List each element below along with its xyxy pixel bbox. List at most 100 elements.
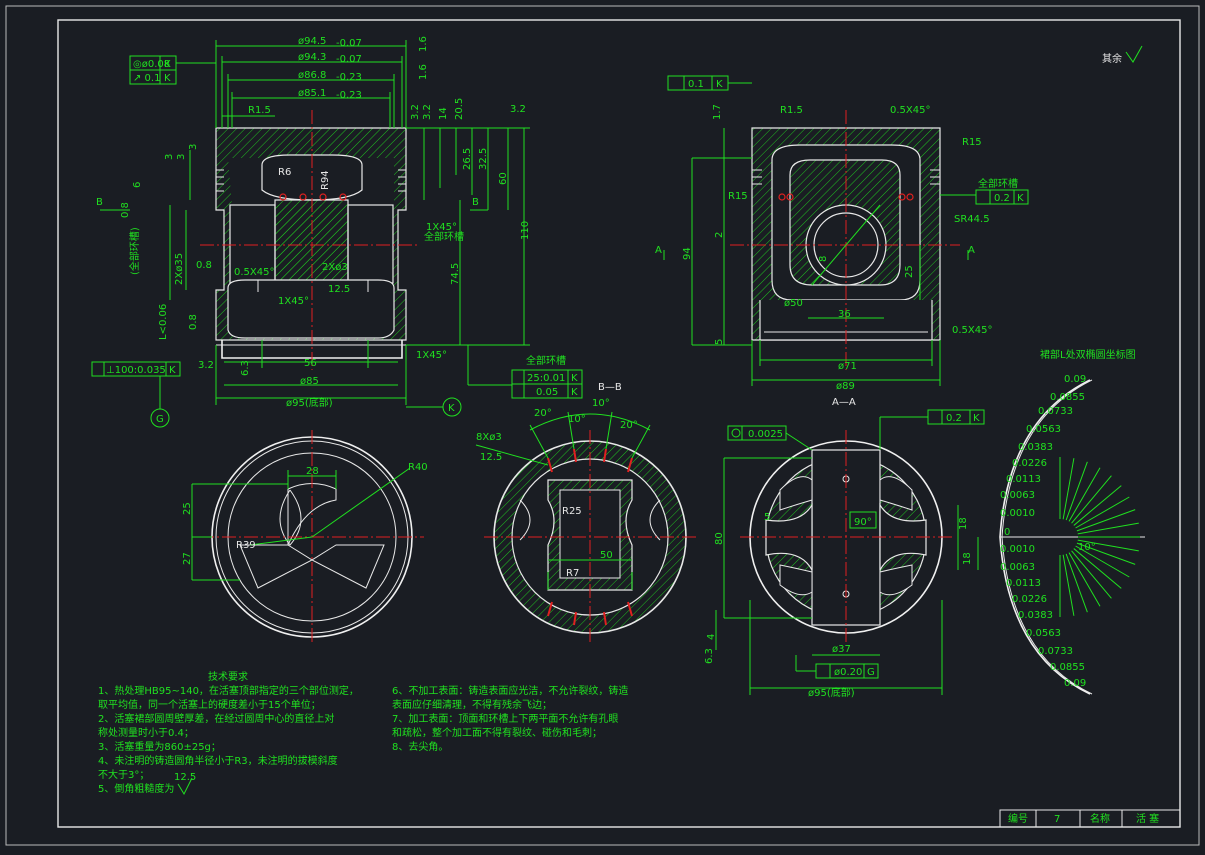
svg-text:K: K xyxy=(571,387,578,398)
svg-text:R15: R15 xyxy=(728,191,748,202)
ellipse-tick-line xyxy=(1077,522,1139,535)
svg-text:26.5: 26.5 xyxy=(462,148,473,170)
dim-r94: R94 xyxy=(320,170,331,190)
svg-text:5: 5 xyxy=(764,512,770,523)
svg-text:A: A xyxy=(655,245,662,256)
svg-text:10°: 10° xyxy=(592,398,610,409)
section-title-aa: A—A xyxy=(832,397,856,408)
svg-text:3.2: 3.2 xyxy=(410,104,421,120)
roughness-symbol-icon xyxy=(1125,45,1143,63)
svg-text:20°: 20° xyxy=(620,420,638,431)
svg-text:和疏松，整个加工面不得有裂纹、碰伤和毛刺；: 和疏松，整个加工面不得有裂纹、碰伤和毛刺； xyxy=(392,726,602,739)
svg-text:0.0383: 0.0383 xyxy=(1018,610,1053,621)
svg-text:SR44.5: SR44.5 xyxy=(954,214,990,225)
dim-d1: ø94.5 xyxy=(298,36,326,47)
svg-text:K: K xyxy=(1017,193,1024,204)
ellipse-tick-line xyxy=(1073,485,1122,526)
left-dimension-text: ø94.5 -0.07 ø94.3 -0.07 ø86.8 -0.23 ø85.… xyxy=(96,36,578,425)
left-dimension-lines xyxy=(91,40,583,428)
svg-text:0.0010: 0.0010 xyxy=(1000,508,1035,519)
svg-text:B: B xyxy=(472,197,479,208)
svg-text:32.5: 32.5 xyxy=(478,148,489,170)
svg-text:ø95(底部): ø95(底部) xyxy=(286,396,333,409)
svg-text:4、未注明的铸造圆角半径小于R3，未注明的拔模斜度: 4、未注明的铸造圆角半径小于R3，未注明的拔模斜度 xyxy=(98,754,338,767)
dim-r15: R1.5 xyxy=(248,105,271,116)
title-no-label: 编号 xyxy=(1008,812,1028,825)
ellipse-tick-line xyxy=(1077,539,1139,552)
svg-text:27: 27 xyxy=(182,552,193,565)
svg-text:称处测量时小于0.4；: 称处测量时小于0.4； xyxy=(98,726,194,739)
ellipse-tick-line xyxy=(1065,461,1088,521)
svg-text:ø95(底部): ø95(底部) xyxy=(808,686,855,699)
ellipse-tick-line xyxy=(1076,542,1136,565)
roughness-symbol-icon xyxy=(177,777,193,796)
svg-text:36: 36 xyxy=(838,309,851,320)
title-no-value: 7 xyxy=(1054,814,1060,825)
svg-text:4: 4 xyxy=(706,634,717,640)
svg-text:不大于3°；: 不大于3°； xyxy=(98,768,149,781)
ellipse-tick-line xyxy=(1068,552,1101,607)
svg-text:12.5: 12.5 xyxy=(174,772,196,783)
svg-text:1X45°: 1X45° xyxy=(416,350,447,361)
svg-text:R15: R15 xyxy=(962,137,982,148)
svg-text:0.0563: 0.0563 xyxy=(1026,424,1061,435)
svg-text:0.0010: 0.0010 xyxy=(1000,544,1035,555)
ellipse-chart-title: 裙部L处双椭圆坐标图 xyxy=(1040,348,1136,361)
ellipse-coordinate-chart xyxy=(999,379,1145,695)
dim-d4: ø85.1 xyxy=(298,88,326,99)
ellipse-chart-text: 裙部L处双椭圆坐标图 0.09 0.0855 0.0733 0.0563 0.0… xyxy=(1000,348,1136,689)
svg-text:18: 18 xyxy=(958,517,969,530)
svg-text:7、加工表面：顶面和环槽上下两平面不允许有孔眼: 7、加工表面：顶面和环槽上下两平面不允许有孔眼 xyxy=(392,712,618,725)
svg-text:0.5X45°: 0.5X45° xyxy=(952,325,992,336)
svg-text:12.5: 12.5 xyxy=(328,284,350,295)
svg-text:1.7: 1.7 xyxy=(712,104,723,120)
svg-text:20°: 20° xyxy=(534,408,552,419)
perpendicularity-tol: ⊥100:0.035 xyxy=(106,365,166,376)
svg-text:25:0.01: 25:0.01 xyxy=(527,373,565,384)
svg-text:3: 3 xyxy=(188,144,199,150)
svg-text:28: 28 xyxy=(306,466,319,477)
svg-text:ø37: ø37 xyxy=(832,644,851,655)
inner-frame xyxy=(57,19,1181,828)
svg-text:94: 94 xyxy=(682,247,693,260)
svg-text:110: 110 xyxy=(520,221,531,240)
svg-text:0.2: 0.2 xyxy=(994,193,1010,204)
svg-text:1、热处理HB95~140，在活塞顶部指定的三个部位测定，: 1、热处理HB95~140，在活塞顶部指定的三个部位测定， xyxy=(98,684,359,697)
ellipse-tick-line xyxy=(1073,548,1122,589)
svg-text:0.8: 0.8 xyxy=(196,260,212,271)
svg-text:12.5: 12.5 xyxy=(480,452,502,463)
svg-text:0.8: 0.8 xyxy=(188,314,199,330)
ellipse-tick-line xyxy=(1075,545,1130,578)
top-view-dims xyxy=(191,467,411,581)
svg-text:K: K xyxy=(973,413,980,424)
svg-text:5: 5 xyxy=(714,339,725,345)
svg-text:R25: R25 xyxy=(562,506,582,517)
svg-text:全部环槽: 全部环槽 xyxy=(424,230,464,243)
ellipse-tick-line xyxy=(1062,554,1075,616)
section-bb xyxy=(484,430,696,645)
svg-text:56: 56 xyxy=(304,358,317,369)
svg-text:ø71: ø71 xyxy=(838,361,857,372)
svg-text:K: K xyxy=(164,73,171,84)
svg-text:0.5X45°: 0.5X45° xyxy=(890,105,930,116)
position-tol: ◎ø0.08 xyxy=(133,59,170,70)
svg-text:A: A xyxy=(968,245,975,256)
svg-text:0.0733: 0.0733 xyxy=(1038,406,1073,417)
svg-text:取平均值，同一个活塞上的硬度差小于15个单位；: 取平均值，同一个活塞上的硬度差小于15个单位； xyxy=(98,698,321,711)
svg-text:-0.07: -0.07 xyxy=(336,54,362,65)
svg-text:全部环槽: 全部环槽 xyxy=(978,177,1018,190)
svg-text:K: K xyxy=(716,79,723,90)
svg-text:0: 0 xyxy=(1004,527,1010,538)
svg-text:全部环槽: 全部环槽 xyxy=(526,354,566,367)
svg-text:3.2: 3.2 xyxy=(510,104,526,115)
right-dimension-text: 0.1 K R1.5 0.5X45° R15 R15 全部环槽 0.2 K SR… xyxy=(655,45,1143,408)
svg-text:0.0226: 0.0226 xyxy=(1012,594,1047,605)
svg-text:R40: R40 xyxy=(408,462,428,473)
svg-text:0.05: 0.05 xyxy=(536,387,558,398)
svg-text:0.0113: 0.0113 xyxy=(1006,474,1041,485)
svg-text:8、去尖角。: 8、去尖角。 xyxy=(392,740,448,753)
svg-text:5、倒角粗糙度为: 5、倒角粗糙度为 xyxy=(98,782,174,795)
left-section-view xyxy=(200,110,420,370)
svg-text:G: G xyxy=(867,667,875,678)
